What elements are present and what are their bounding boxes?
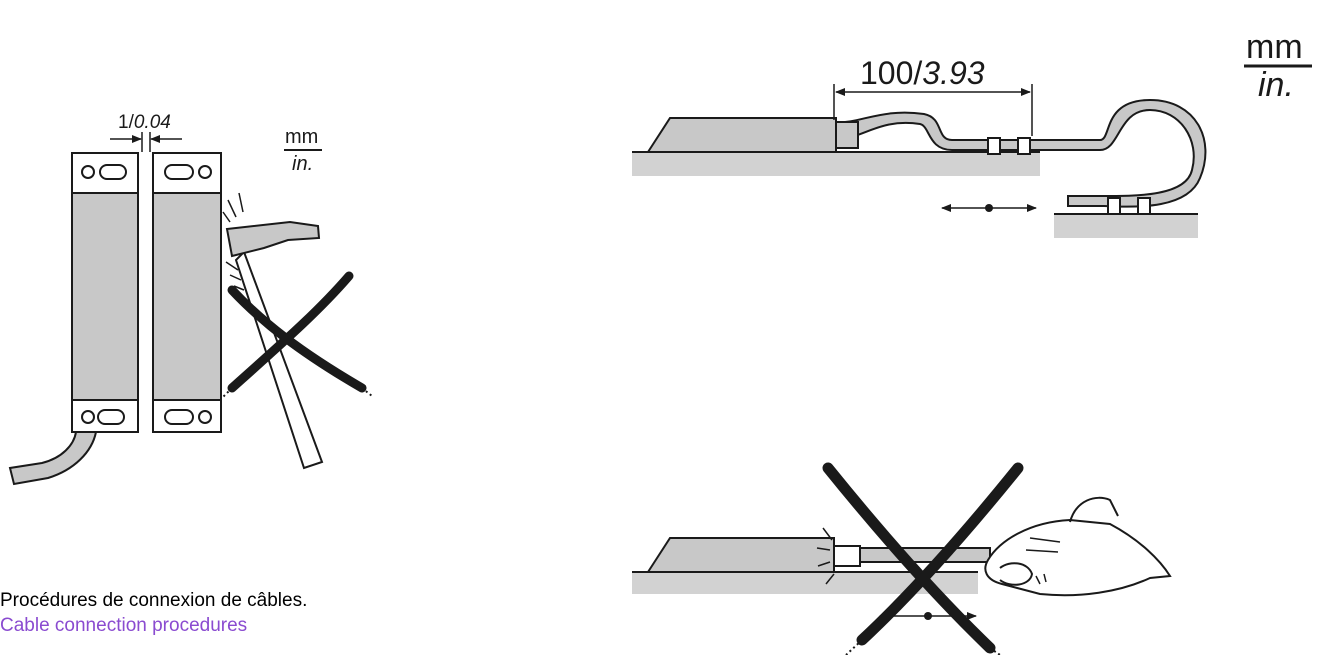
sensor-left — [71, 152, 139, 433]
mounting-surface-lower — [1054, 214, 1198, 238]
sensor-right — [152, 152, 222, 433]
cable-routing-correct: 100/3.93 — [632, 55, 1207, 238]
unit-label-large-mm: mm — [1246, 28, 1303, 66]
cable-clip — [1137, 197, 1151, 215]
caption-english: Cable connection procedures — [0, 615, 248, 636]
gap-dimension: 1/0.04 — [110, 112, 182, 152]
cable — [859, 547, 991, 563]
hand-icon — [984, 496, 1172, 597]
cable-clip — [1107, 197, 1121, 215]
movement-arrow — [941, 204, 1037, 212]
prohibited-x-mark — [822, 462, 1024, 655]
mounting-surface — [632, 152, 1040, 176]
unit-label-large: mm in. — [1244, 28, 1312, 104]
unit-label-small: mm in. — [284, 126, 322, 175]
unit-label-small-mm: mm — [285, 126, 318, 148]
cable-clip — [1017, 137, 1031, 155]
prohibited-x-mark — [221, 271, 373, 399]
sensor-cable — [8, 431, 98, 486]
gap-dimension-inch: 0.04 — [134, 112, 171, 133]
cable-length-mm: 100/ — [860, 55, 922, 91]
sensor-pair-illustration: 1/0.04 mm in. — [8, 112, 373, 486]
gap-dimension-mm: 1/ — [118, 112, 135, 133]
unit-label-large-inch: in. — [1258, 66, 1294, 104]
sensor-body — [646, 537, 835, 573]
svg-text:100/3.93: 100/3.93 — [860, 55, 985, 91]
unit-label-small-inch: in. — [292, 153, 313, 175]
cable-length-inch: 3.93 — [922, 55, 984, 91]
hammer-icon — [225, 220, 324, 470]
mounting-surface — [632, 572, 978, 594]
cable-routing-incorrect — [632, 462, 1172, 655]
cable-clip — [987, 137, 1001, 155]
svg-text:1/0.04: 1/0.04 — [118, 112, 171, 133]
impact-lines — [222, 192, 245, 291]
sensor-body — [646, 117, 837, 153]
cable — [835, 98, 1207, 208]
caption-french: Procédures de connexion de câbles. — [0, 590, 308, 611]
cable-length-dimension: 100/3.93 — [833, 55, 1033, 136]
stress-lines — [816, 527, 835, 585]
